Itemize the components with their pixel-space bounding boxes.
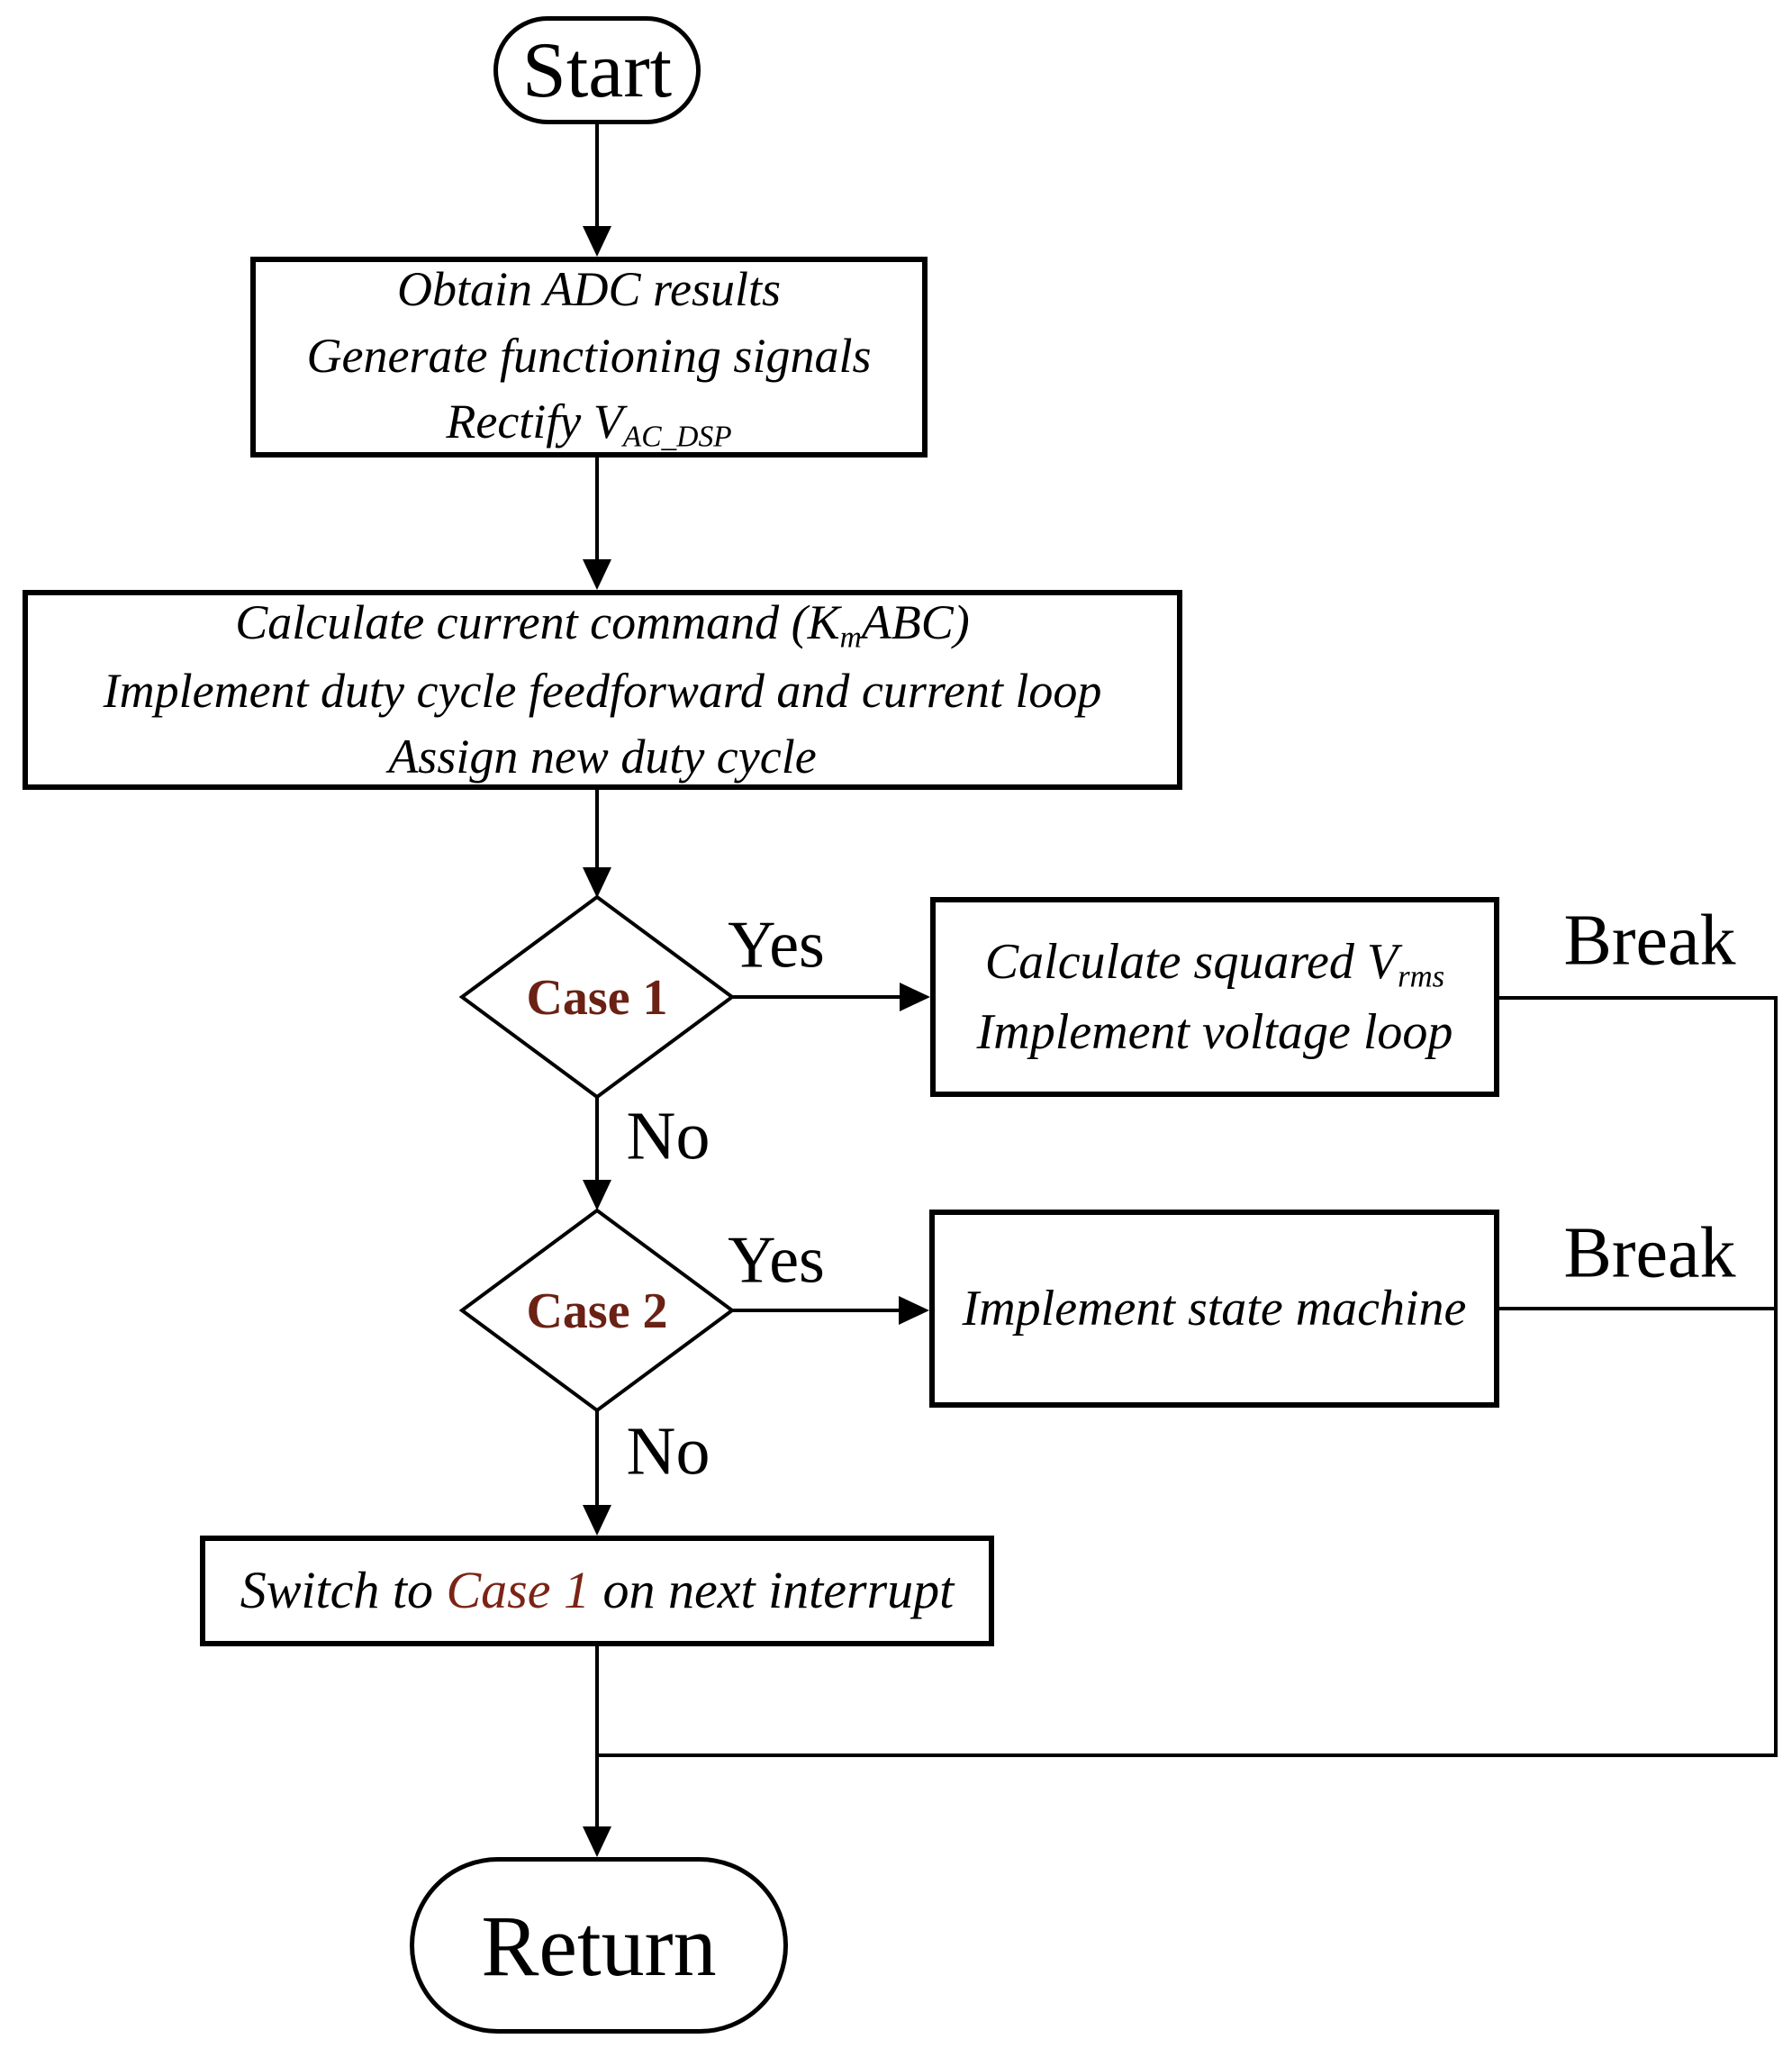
subscript-ac-dsp: AC_DSP — [622, 420, 732, 454]
arrowhead-box2-to-case1 — [583, 867, 611, 898]
case1-yes-label: Yes — [728, 908, 825, 983]
process-line-text: Calculate current command (K — [235, 594, 840, 649]
arrowhead-case1-yes-to-box3 — [900, 983, 930, 1011]
process-line: Implement state machine — [962, 1280, 1467, 1337]
process-line-text: ABC) — [861, 594, 970, 649]
switch-text-post: on next interrupt — [589, 1561, 955, 1620]
arrowhead-box1-to-box2 — [583, 559, 611, 590]
process-line: Switch to Case 1 on next interrupt — [240, 1555, 955, 1627]
process-line: Implement voltage loop — [976, 1003, 1453, 1060]
return-label: Return — [481, 1897, 717, 1994]
case1-decision-label: Case 1 — [526, 970, 668, 1026]
process-line: Calculate current command (KmABC) — [235, 590, 970, 658]
process-line-text: Calculate squared V — [984, 933, 1398, 990]
process-adc-results: Obtain ADC results Generate functioning … — [250, 257, 928, 458]
edge-break1-route — [597, 996, 1778, 1757]
case2-no-label: No — [626, 1413, 710, 1490]
arrowhead-case2-no-to-box5 — [583, 1505, 611, 1536]
process-line: Implement duty cycle feedforward and cur… — [103, 663, 1102, 718]
start-label: Start — [521, 26, 673, 114]
subscript-m: m — [839, 620, 862, 654]
subscript-rms: rms — [1398, 958, 1445, 994]
case1-no-label: No — [626, 1098, 710, 1174]
case2-decision-label: Case 2 — [526, 1283, 668, 1339]
process-line: Generate functioning signals — [306, 328, 872, 383]
arrowhead-case2-yes-to-box4 — [899, 1296, 929, 1325]
process-line: Obtain ADC results — [396, 262, 782, 317]
case1-diamond — [458, 894, 736, 1100]
process-line-text: Rectify V — [446, 394, 623, 449]
return-terminator: Return — [410, 1857, 788, 2034]
process-current-command: Calculate current command (KmABC) Implem… — [23, 590, 1182, 790]
case2-diamond — [458, 1208, 736, 1413]
switch-case1-highlight: Case 1 — [446, 1561, 590, 1620]
switch-text-pre: Switch to — [240, 1561, 447, 1620]
break1-label: Break — [1563, 901, 1736, 981]
process-line: Assign new duty cycle — [388, 729, 817, 784]
process-line: Rectify VAC_DSP — [446, 389, 731, 458]
arrowhead-start-to-box1 — [583, 226, 611, 257]
arrowhead-box5-to-return — [583, 1826, 611, 1857]
arrowhead-case1-no-to-case2 — [583, 1180, 611, 1210]
start-terminator: Start — [493, 16, 701, 124]
break2-label: Break — [1563, 1213, 1736, 1293]
process-voltage-loop: Calculate squared Vrms Implement voltage… — [930, 897, 1499, 1097]
process-state-machine: Implement state machine — [929, 1210, 1499, 1408]
case2-yes-label: Yes — [728, 1223, 825, 1298]
process-line: Calculate squared Vrms — [985, 928, 1444, 998]
process-switch-case1: Switch to Case 1 on next interrupt — [200, 1536, 994, 1646]
